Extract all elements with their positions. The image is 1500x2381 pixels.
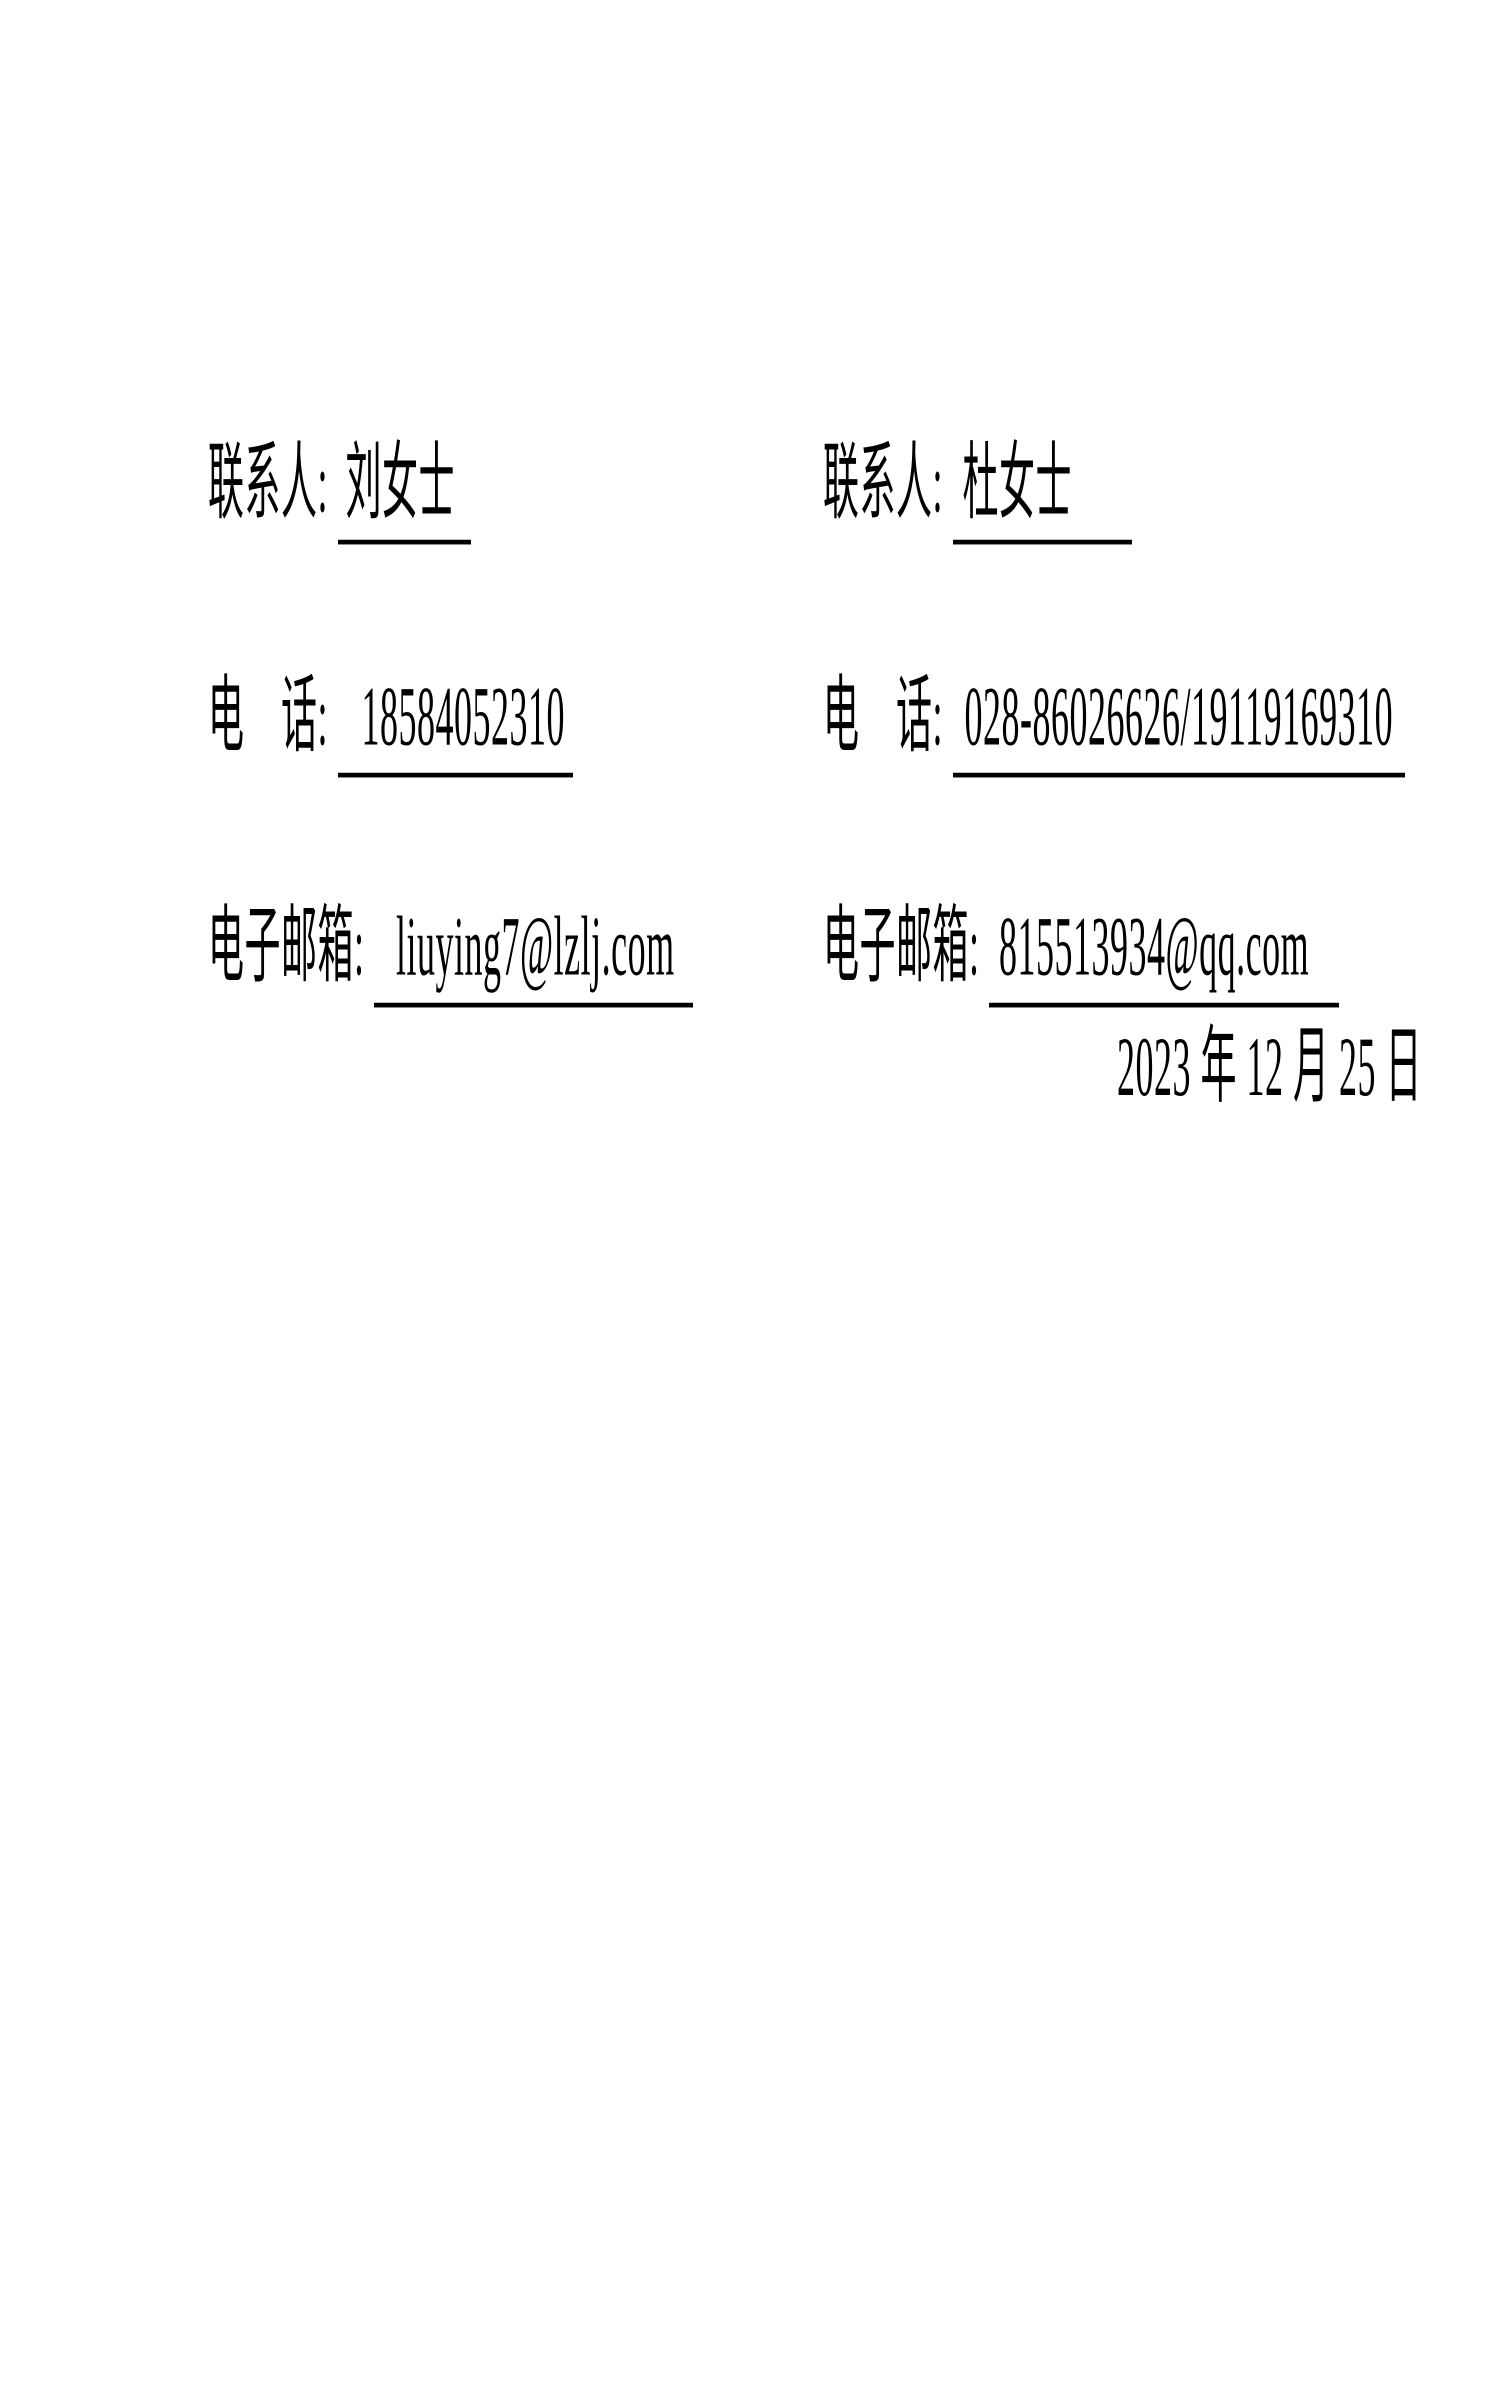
phone-left-label: 电 话:: [208, 670, 329, 765]
contact-person-left-value: 刘女士: [337, 437, 472, 544]
email-left-line: 电子邮箱: liuying7@lzlj.com: [170, 803, 693, 1104]
email-right-line: 电子邮箱: 815513934@qq.com: [785, 803, 1340, 1104]
phone-left-line: 电 话: 18584052310: [170, 573, 574, 874]
contact-person-right-line: 联系人: 杜女士: [785, 340, 1133, 641]
date-line: 2023 年 12 月 25 日: [1117, 1020, 1423, 1114]
contact-person-right-label: 联系人:: [823, 437, 944, 532]
email-right-label: 电子邮箱:: [823, 900, 980, 995]
phone-right-line: 电 话: 028-86026626/19119169310: [785, 573, 1406, 874]
phone-left-value: 18584052310: [337, 670, 574, 777]
email-left-value: liuying7@lzlj.com: [374, 900, 693, 1007]
contact-person-left-label: 联系人:: [208, 437, 329, 532]
contact-person-left-line: 联系人: 刘女士: [170, 340, 472, 641]
phone-right-label: 电 话:: [823, 670, 944, 765]
phone-right-value: 028-86026626/19119169310: [952, 670, 1406, 777]
email-left-label: 电子邮箱:: [208, 900, 365, 995]
contact-person-right-value: 杜女士: [952, 437, 1133, 544]
email-right-value: 815513934@qq.com: [989, 900, 1340, 1007]
